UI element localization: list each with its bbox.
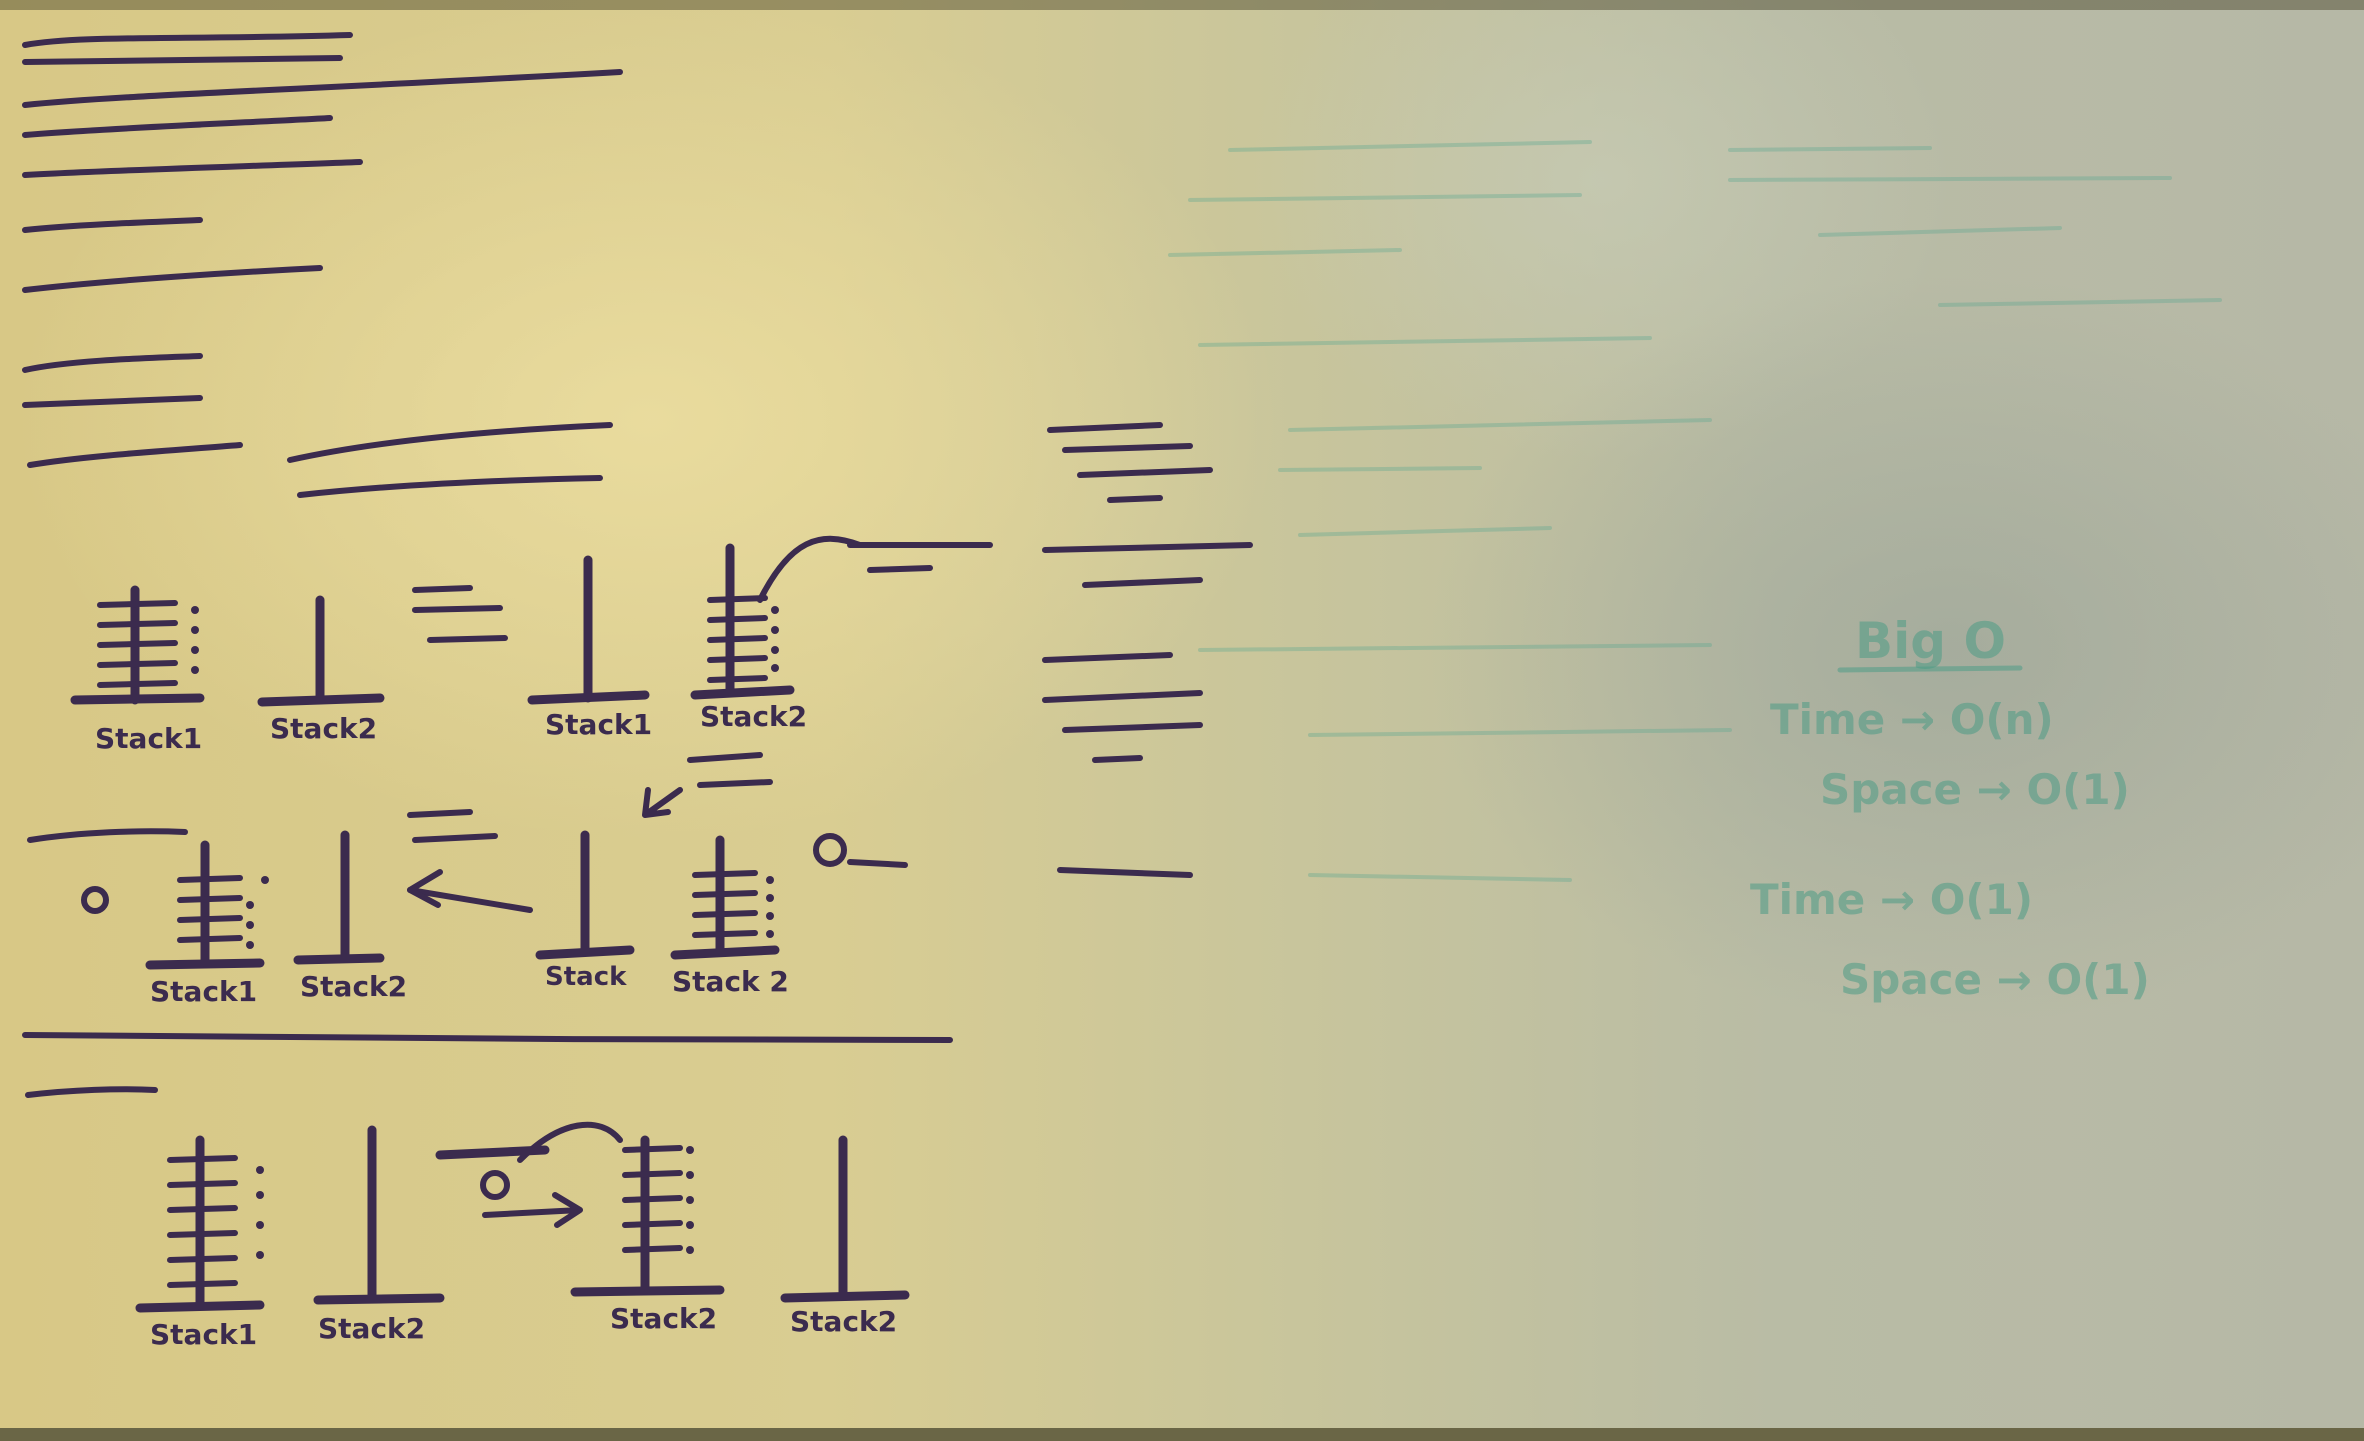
stack-label: Stack1 bbox=[545, 708, 653, 741]
stack-label: Stack1 bbox=[150, 975, 258, 1008]
stack-label: Stack2 bbox=[700, 700, 808, 733]
dequeue-diagram-row2 bbox=[27, 809, 908, 970]
stack-label: Stack1 bbox=[150, 1318, 258, 1351]
stack-label: Stack2 bbox=[790, 1305, 898, 1338]
stack-label: Stack2 bbox=[610, 1302, 718, 1335]
dequeue-diagram-row1 bbox=[70, 422, 1253, 878]
stack-label: Stack 2 bbox=[672, 965, 789, 998]
stack-label: Stack1 bbox=[95, 722, 203, 755]
stack-label: Stack2 bbox=[270, 712, 378, 745]
problem-domain-notes bbox=[22, 32, 623, 498]
stack-label: Stack bbox=[545, 962, 627, 992]
board-top-edge bbox=[0, 0, 2364, 10]
enqueue-time-complexity: Time → O(1) bbox=[1750, 875, 2034, 924]
stack-label: Stack2 bbox=[318, 1312, 426, 1345]
enqueue-space-complexity: Space → O(1) bbox=[1840, 955, 2150, 1004]
dequeue-space-complexity: Space → O(1) bbox=[1820, 765, 2130, 814]
green-code-notes bbox=[1168, 140, 2222, 882]
enqueue-diagram bbox=[25, 1086, 910, 1313]
board-bottom-edge bbox=[0, 1428, 2364, 1441]
dequeue-time-complexity: Time → O(n) bbox=[1770, 695, 2054, 744]
big-o-heading: Big O bbox=[1855, 612, 2006, 670]
section-divider bbox=[22, 1032, 953, 1043]
stack-label: Stack2 bbox=[300, 970, 408, 1003]
